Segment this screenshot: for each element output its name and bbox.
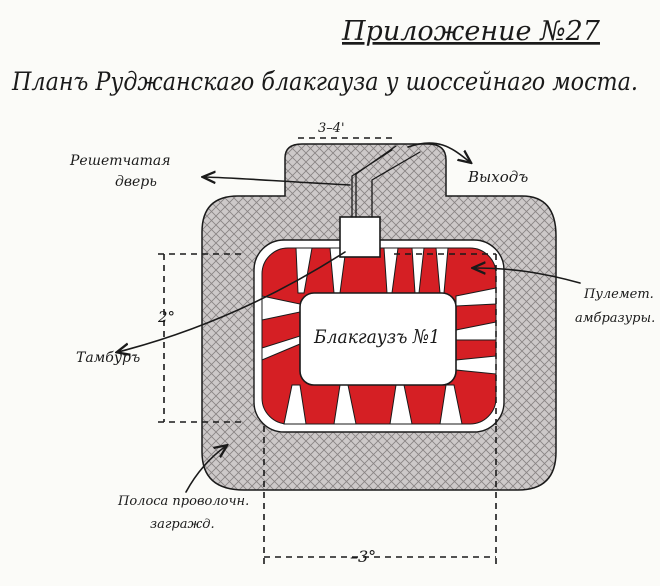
embrasure-gap bbox=[439, 384, 463, 425]
wire-arrow bbox=[185, 446, 226, 493]
entry-passage bbox=[351, 145, 421, 218]
lattice-door-arrow bbox=[204, 177, 351, 186]
lattice-door-label-1: Решетчатая bbox=[69, 153, 170, 169]
blockhouse-label: Блакгаузъ №1 bbox=[313, 326, 440, 348]
embrasure-gap bbox=[283, 384, 307, 425]
dim-right-line bbox=[394, 253, 497, 430]
dim-bottom-line bbox=[263, 426, 497, 564]
dim-left-label: 2° bbox=[157, 308, 175, 326]
appendix-label: Приложение №27 bbox=[341, 16, 601, 47]
machine-gun-arrow bbox=[474, 268, 581, 284]
tambour-arrow bbox=[118, 251, 346, 352]
dim-bottom-label: –3° bbox=[350, 547, 376, 566]
tambour-label: Тамбуръ bbox=[76, 350, 140, 366]
exit-arrow bbox=[407, 142, 470, 162]
machine-gun-label-1: Пулемет. bbox=[583, 287, 654, 302]
embrasure-gap bbox=[295, 247, 313, 294]
tambour-box bbox=[339, 216, 381, 258]
dim-left-line bbox=[158, 253, 244, 423]
lattice-door-label-2: дверь bbox=[115, 174, 157, 190]
wire-label-2: загражд. bbox=[150, 517, 215, 532]
wire-label-1: Полоса проволочн. bbox=[117, 494, 249, 509]
dim-top-label: 3–4' bbox=[318, 121, 345, 136]
exit-label: Выходъ bbox=[467, 168, 528, 186]
machine-gun-label-2: амбразуры. bbox=[575, 311, 655, 326]
blockhouse-interior bbox=[299, 292, 457, 386]
plan-title: Планъ Руджанскаго блакгауза у шоссейнаго… bbox=[11, 67, 638, 96]
